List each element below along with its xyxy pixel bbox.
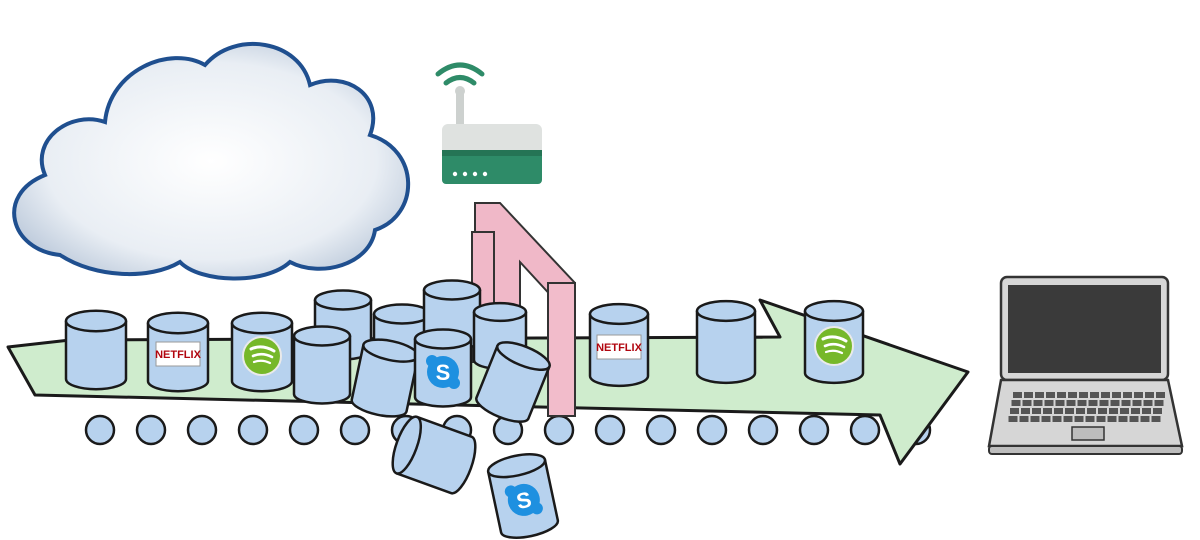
roller [645,414,677,446]
laptop-key [1120,408,1129,414]
laptop-key [1096,416,1106,422]
netflix-packet: NETFLIX [146,311,210,393]
laptop-key [1074,416,1084,422]
spotify-packet [803,299,865,385]
laptop-key [1121,400,1131,406]
laptop-key [1077,400,1087,406]
laptop-key [1019,416,1029,422]
laptop-key [1065,408,1074,414]
laptop-key [1142,408,1151,414]
laptop-key [1052,416,1062,422]
skype-logo: S [504,483,543,516]
skype-logo-text: S [514,487,534,515]
laptop-key [1066,400,1076,406]
laptop-key [1140,416,1150,422]
laptop-key [1033,400,1043,406]
laptop-key [1087,408,1096,414]
laptop-key [1044,400,1054,406]
laptop-key [1085,416,1095,422]
laptop-key [1156,392,1165,398]
laptop-key [1145,392,1154,398]
laptop-key [1109,408,1118,414]
laptop-key [1022,400,1032,406]
roller [747,414,779,446]
netflix-logo [155,341,201,367]
netflix-logo-text: NETFLIX [155,349,201,361]
laptop-key [1057,392,1066,398]
roller [594,414,626,446]
laptop-key [1132,400,1142,406]
laptop-key [1054,408,1063,414]
laptop-key [1068,392,1077,398]
laptop-key [1118,416,1128,422]
laptop-key [1041,416,1051,422]
roller [135,414,167,446]
data-packet [475,341,551,423]
laptop-key [1046,392,1055,398]
laptop-key [1055,400,1065,406]
laptop-key [1101,392,1110,398]
laptop-key [1063,416,1073,422]
netflix-logo [596,334,642,360]
wifi-router-icon [435,62,542,184]
skype-logo-text: S [436,360,451,385]
laptop-key [1151,416,1161,422]
laptop-key [1154,400,1164,406]
roller [849,414,881,446]
laptop-key [1110,400,1120,406]
laptop-key [1153,408,1162,414]
data-packets: NETFLIX S NETFLIX S [64,279,865,539]
laptop-key [1032,408,1041,414]
laptop-key [1131,408,1140,414]
laptop-key [1134,392,1143,398]
laptop-icon [987,275,1184,455]
skype-logo: S [426,355,460,389]
laptop-key [1010,408,1019,414]
laptop-key [1021,408,1030,414]
laptop-key [1008,416,1018,422]
laptop-key [1107,416,1117,422]
laptop-key [1098,408,1107,414]
laptop-key [1076,408,1085,414]
laptop-key [1024,392,1033,398]
skype-packet: S [413,328,473,408]
data-packet [391,415,477,495]
laptop-key [1129,416,1139,422]
laptop-key [1143,400,1153,406]
laptop-key [1011,400,1021,406]
laptop-key [1099,400,1109,406]
data-packet [350,338,420,418]
skype-packet: S [486,453,560,539]
netflix-packet: NETFLIX [588,302,650,388]
roller [84,414,116,446]
cloud-icon [12,42,411,281]
roller [798,414,830,446]
laptop-key [1090,392,1099,398]
laptop-key [1112,392,1121,398]
spotify-logo [814,326,854,366]
roller [696,414,728,446]
laptop-key [1123,392,1132,398]
laptop-key [1030,416,1040,422]
data-packet [64,309,128,391]
laptop-key [1043,408,1052,414]
data-packet [695,299,757,385]
laptop-key [1079,392,1088,398]
roller [237,414,269,446]
laptop-key [1088,400,1098,406]
roller [339,414,371,446]
roller [543,414,575,446]
spotify-logo [242,336,282,376]
laptop-key [1013,392,1022,398]
data-packet [292,325,352,405]
roller [186,414,218,446]
roller [288,414,320,446]
spotify-packet [230,311,294,393]
laptop-key [1035,392,1044,398]
netflix-logo-text: NETFLIX [596,342,642,354]
